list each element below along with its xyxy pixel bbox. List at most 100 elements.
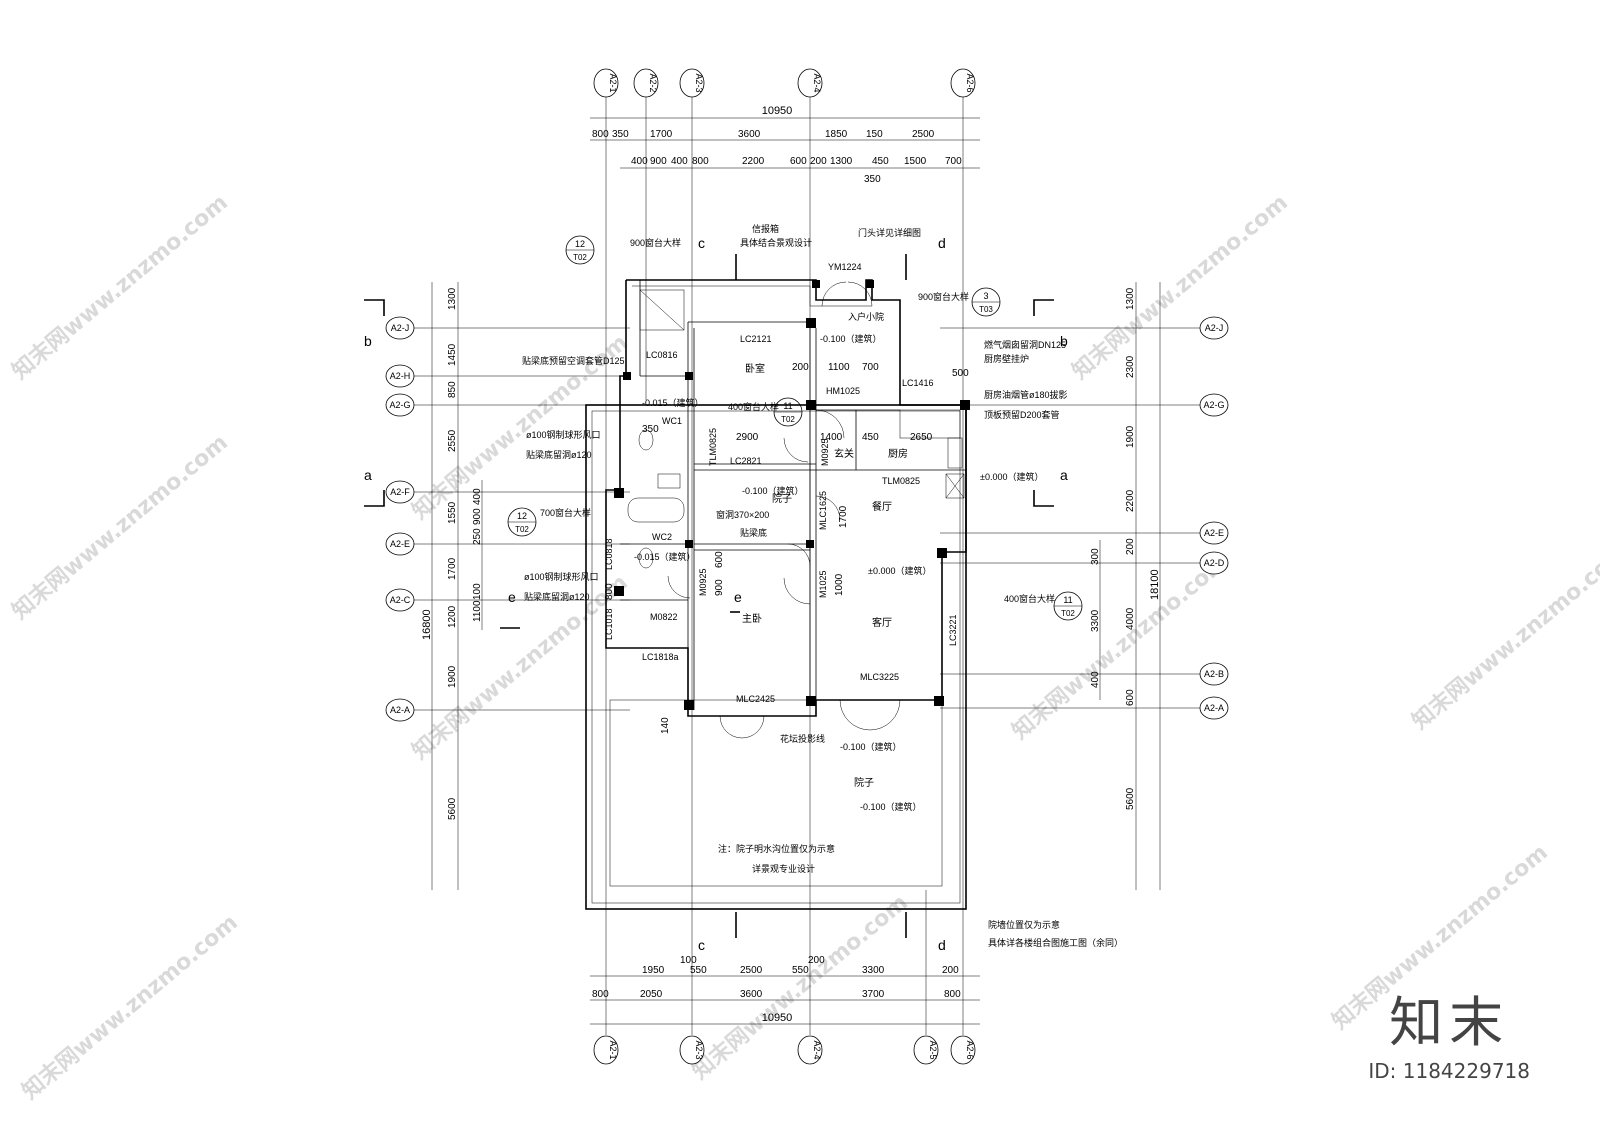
opening-label: M1025 [818,570,828,598]
dim-text: 1950 [642,965,665,976]
note: 门头详见详细图 [858,227,921,238]
section-label: c [698,937,705,953]
elevation: -0.100（建筑） [840,741,902,752]
axis-label: A2-G [1203,400,1224,410]
dim-text: 600 [714,551,725,568]
watermark: 知末网www.znzmo.com [17,909,243,1104]
room-label: WC1 [662,416,682,426]
note: ø100钢制球形风口 [526,429,601,440]
opening-label: M0925 [698,568,708,596]
dim-text: 550 [792,965,809,976]
bottom-dimensions: 1950 100 550 2500 200 550 3300 200 800 2… [590,955,980,1025]
dim-text: 2650 [910,432,933,443]
section-label: c [698,235,705,251]
room-label: 院子 [772,492,792,505]
note: 院墙位置仅为示意 [988,919,1060,930]
note: 700窗台大样 [540,507,591,518]
axis-label: A2-H [390,371,411,381]
ref-sheet: T02 [1061,609,1075,618]
room-label: 厨房 [888,447,908,460]
section-label: d [938,235,946,251]
opening-label: LC0818 [604,538,614,570]
dim-text: 400 [1090,671,1101,688]
ref-number: 11 [783,401,792,411]
dim-text: 10950 [762,1012,793,1024]
axis-label: A2-5 [928,1040,938,1059]
dim-text: 4000 [1125,607,1136,630]
dim-text: 140 [660,717,671,734]
elevation: -0.100（建筑） [860,801,922,812]
dim-text: 1900 [1125,425,1136,448]
dim-text: 18100 [1149,569,1161,600]
opening-label: LC1018 [604,608,614,640]
axis-label: A2-C [390,595,411,605]
dim-text: 1550 [447,501,458,524]
dim-text: 200 [942,965,959,976]
brand-logo: 知末 ID: 1184229718 [1368,978,1530,1083]
elevation: -0.015（建筑） [642,397,704,408]
dim-text: 700 [862,362,879,373]
dim-text: 1450 [447,343,458,366]
right-dimensions: 1300 2300 1900 2200 200 4000 600 5600 18… [1090,282,1161,890]
room-label: WC2 [652,532,672,542]
dim-text: 3700 [862,989,885,1000]
opening-label: M0822 [650,612,678,622]
opening-label: LC0816 [646,350,678,360]
opening-label: LC2121 [740,334,772,344]
axis-label: A2-F [390,487,410,497]
dim-text: 1850 [825,129,848,140]
dim-text: 1300 [447,287,458,310]
axis-label: A2-A [1204,703,1224,713]
dim-text: 1700 [650,129,673,140]
section-label: b [364,333,372,349]
axis-label: A2-4 [812,1040,822,1059]
ref-sheet: T03 [979,305,993,314]
axis-label: A2-B [1204,669,1224,679]
note: 燃气烟囱留洞DN125 [984,339,1066,350]
dim-text: 2550 [447,429,458,452]
note: ø100钢制球形风口 [524,571,599,582]
ref-sheet: T02 [515,525,529,534]
ref-number: 12 [517,511,527,521]
room-labels: 卧室 主卧 客厅 餐厅 厨房 玄关 院子 院子 入户小院 WC1 WC2 [652,311,908,789]
annotations: -0.100（建筑） -0.015（建筑） -0.100（建筑） ±0.000（… [507,223,1123,948]
dim-text: 2300 [1125,355,1136,378]
dim-text: 3300 [1090,609,1101,632]
section-label: d [938,937,946,953]
note: 400窗台大样 [728,401,779,412]
dim-text: 10950 [762,105,793,117]
section-label: e [508,589,516,605]
axis-label: A2-G [389,400,410,410]
dim-text: 600 [790,156,807,167]
dim-text: 300 [1090,548,1101,565]
dim-text: 3600 [738,129,761,140]
watermark: 知末网www.znzmo.com [7,429,233,624]
top-dimensions: 10950 800 350 1700 3600 1850 150 2500 40… [590,105,980,185]
opening-label: TLM0825 [708,428,718,466]
note: 厨房壁挂炉 [984,353,1029,364]
watermark: 知末网www.znzmo.com [1007,549,1233,744]
note: 900窗台大样 [630,237,681,248]
dim-text: 800 [604,583,615,600]
axis-label: A2-6 [965,1040,975,1059]
section-label: a [364,467,372,483]
dim-text: 1100 [828,362,850,373]
dim-text: 1100 [472,600,483,622]
dim-text: 800 [692,156,709,167]
axis-label: A2-4 [812,73,822,92]
dim-text: 400 [472,488,483,505]
axis-label: A2-2 [648,73,658,92]
opening-label: M0925 [820,438,830,466]
room-label: 餐厅 [872,500,892,513]
elevation: ±0.000（建筑） [868,565,931,576]
note: 贴梁底留洞ø120 [526,449,592,460]
dim-text: 550 [690,965,707,976]
dim-text: 400 [631,156,648,167]
note: 信报箱 [752,223,779,234]
dim-text: 800 [944,989,961,1000]
note: 具体结合景观设计 [740,237,812,248]
dim-text: 900 [472,508,483,525]
opening-label: LC1416 [902,378,934,388]
elevation: -0.100（建筑） [820,333,882,344]
room-label: 卧室 [745,362,765,375]
